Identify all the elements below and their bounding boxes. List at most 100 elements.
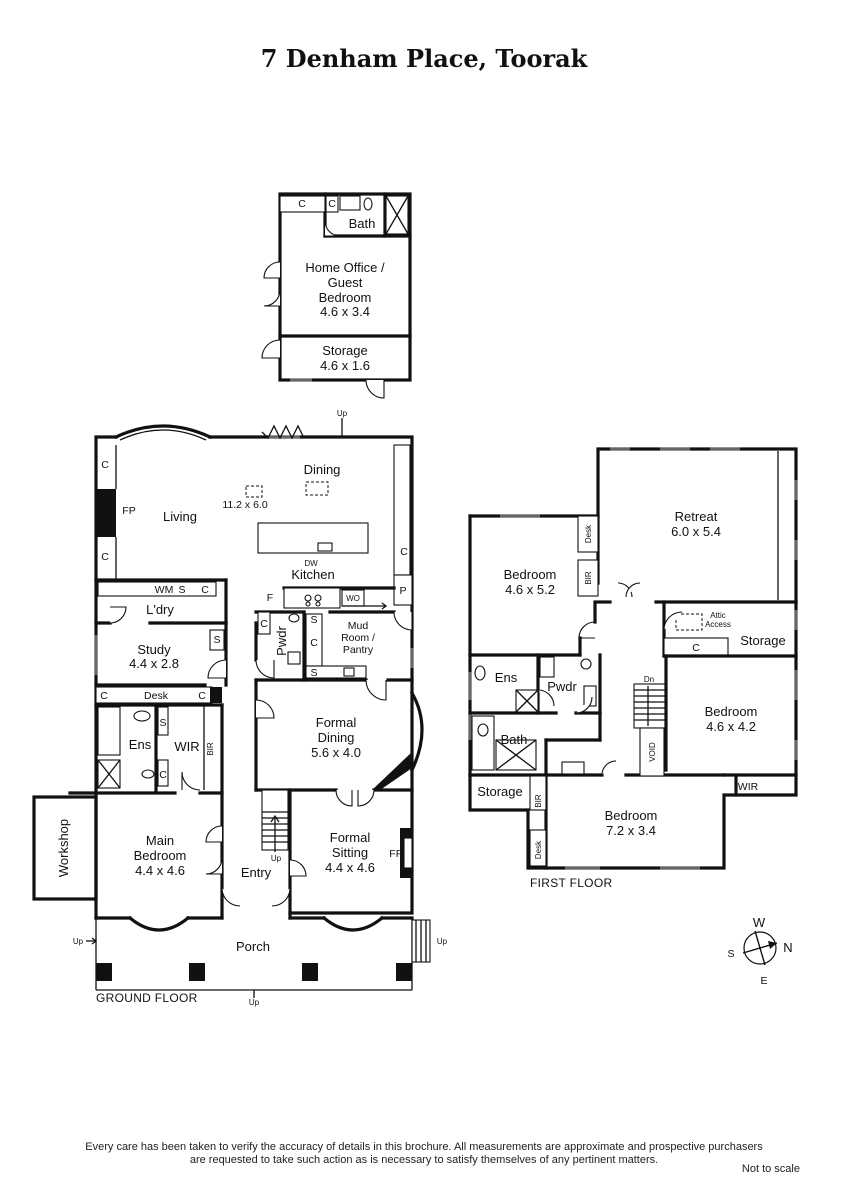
room-label-pantry: Pantry: [343, 644, 374, 656]
compass-south: S: [727, 948, 734, 960]
room-label-bedroom: Bedroom: [705, 704, 758, 719]
room-label-workshop: Workshop: [56, 819, 71, 877]
bir-label: BIR: [534, 794, 543, 808]
bir-label: BIR: [206, 742, 215, 756]
room-label-study: Study: [137, 642, 171, 657]
room-label-porch: Porch: [236, 939, 270, 954]
kitchen-island: [257, 522, 369, 554]
room-label-dining: Dining: [304, 462, 341, 477]
sink-label: S: [178, 584, 185, 596]
room-label-powder: Pwdr: [547, 679, 577, 694]
cupboard-label: C: [310, 637, 318, 649]
room-dimensions: 4.6 x 5.2: [505, 582, 555, 597]
toilet-icon: [141, 769, 155, 779]
down-arrow-label: Dn: [644, 675, 654, 684]
room-label-main-bedroom: Main: [146, 833, 174, 848]
fridge-label: F: [267, 592, 273, 604]
cupboard-label: C: [260, 618, 268, 630]
up-arrow-label: Up: [73, 937, 84, 946]
shelf-label: S: [159, 717, 166, 729]
desk-label: Desk: [584, 524, 593, 543]
room-dimensions: 4.6 x 1.6: [320, 358, 370, 373]
vanity-icon: [339, 195, 361, 211]
outbuilding: C C Bath Home Office / Guest Bedroom 4.6…: [261, 192, 412, 399]
room-dimensions: 7.2 x 3.4: [606, 823, 656, 838]
room-label-mud-room: Room /: [341, 632, 375, 644]
room-dimensions: 5.6 x 4.0: [311, 745, 361, 760]
room-label-storage: Storage: [740, 633, 786, 648]
room-label-guest: Guest: [328, 275, 363, 290]
cupboard-label: C: [101, 551, 109, 563]
fireplace-label: FP: [389, 848, 402, 860]
fireplace-icon: [96, 489, 116, 537]
up-arrow-label: Up: [337, 409, 348, 418]
outbuilding-walls: [278, 192, 412, 382]
shelf-label: S: [310, 667, 317, 679]
bathtub-icon: [97, 706, 121, 756]
up-arrow-label: Up: [437, 937, 448, 946]
cupboard-label: C: [101, 459, 109, 471]
room-dimensions: 11.2 x 6.0: [222, 499, 267, 511]
workshop-walls: [32, 795, 98, 901]
room-label-bedroom: Bedroom: [319, 290, 372, 305]
washing-machine-label: WM: [155, 584, 174, 596]
room-label-entry: Entry: [241, 865, 272, 880]
room-label-formal-sitting: Sitting: [332, 845, 368, 860]
up-arrow-label: Up: [271, 854, 282, 863]
compass-icon: W N S E: [727, 915, 792, 987]
room-label-formal-sitting: Formal: [330, 830, 371, 845]
pantry-label: P: [399, 585, 406, 597]
door-swing: [263, 261, 281, 279]
room-label-laundry: L'dry: [146, 602, 174, 617]
floor-label-ground: GROUND FLOOR: [96, 991, 198, 1005]
room-dimensions: 4.6 x 3.4: [320, 304, 370, 319]
room-label-storage: Storage: [477, 784, 523, 799]
disclaimer-line: Every care has been taken to verify the …: [85, 1141, 763, 1153]
attic-access-label: Attic: [710, 611, 726, 620]
room-label-mud-room: Mud: [348, 620, 369, 632]
room-label-ensuite: Ens: [129, 737, 152, 752]
room-label-bath: Bath: [501, 732, 528, 747]
cupboard-label: C: [400, 546, 408, 558]
ground-floor: Workshop: [32, 409, 448, 1007]
room-dimensions: 6.0 x 5.4: [671, 524, 721, 539]
closet-label: C: [328, 198, 336, 210]
room-label-main-bedroom: Bedroom: [134, 848, 187, 863]
cupboard-label: C: [100, 690, 108, 702]
room-label-ensuite: Ens: [495, 670, 518, 685]
dishwasher-label: DW: [304, 559, 318, 568]
room-label-living: Living: [163, 509, 197, 524]
disclaimer-line: are requested to take such action as is …: [189, 1154, 659, 1166]
attic-access-label: Access: [705, 620, 731, 629]
room-dimensions: 4.6 x 4.2: [706, 719, 756, 734]
room-label-storage: Storage: [322, 343, 368, 358]
cupboard-label: C: [201, 584, 209, 596]
bir-label: BIR: [584, 571, 593, 585]
compass-east: E: [760, 975, 767, 987]
room-label-bath: Bath: [349, 216, 376, 231]
room-label-powder: Pwdr: [274, 626, 289, 656]
first-floor: Retreat 6.0 x 5.4 Desk Bedroom 4.6 x 5.2…: [468, 447, 798, 890]
room-label-kitchen: Kitchen: [291, 567, 334, 582]
oven-label: WO: [346, 594, 360, 603]
page-title: 7 Denham Place, Toorak: [260, 44, 588, 73]
room-label-formal-dining: Formal: [316, 715, 357, 730]
door-swing: [263, 289, 281, 307]
compass-north: N: [783, 940, 792, 955]
up-arrow-label: Up: [249, 998, 260, 1007]
room-label-formal-dining: Dining: [318, 730, 355, 745]
desk-label: Desk: [144, 690, 169, 702]
room-label-wir: WIR: [738, 781, 759, 793]
compass-west: W: [753, 915, 766, 930]
cupboard-label: C: [198, 690, 206, 702]
door-swing: [324, 220, 341, 237]
cupboard-label: C: [692, 642, 700, 654]
room-label-bedroom: Bedroom: [605, 808, 658, 823]
void-label: VOID: [648, 742, 657, 762]
cupboard-label: C: [159, 769, 167, 781]
room-dimensions: 4.4 x 4.6: [135, 863, 185, 878]
desk-label: Desk: [534, 840, 543, 859]
toilet-icon: [363, 197, 373, 211]
floor-label-first: FIRST FLOOR: [530, 876, 612, 890]
